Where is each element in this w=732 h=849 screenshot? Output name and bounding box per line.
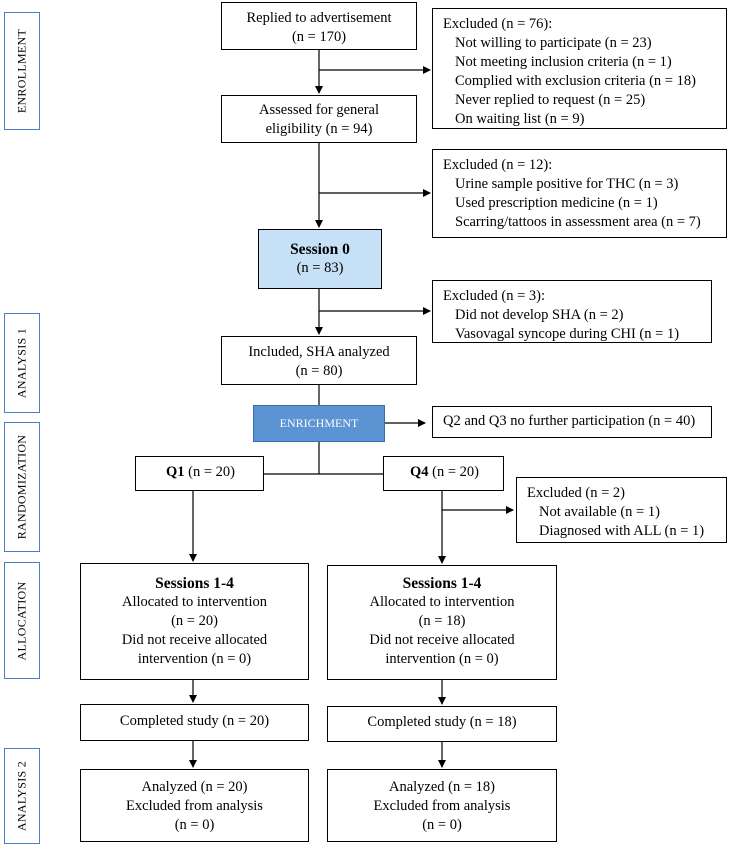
allocation-line: Did not receive allocated [369,632,515,648]
excluded-title: Excluded (n = 2) [527,485,625,501]
q4-box: Q4 (n = 20) [383,456,504,491]
allocation-line: (n = 20) [171,613,218,629]
excluded-item: On waiting list (n = 9) [455,111,585,127]
stage-allocation: ALLOCATION [4,562,40,679]
q1-label: Q1 [166,464,185,480]
included-count: (n = 80) [295,363,343,379]
excluded-item: Complied with exclusion criteria (n = 18… [455,73,696,89]
excluded-title: Excluded (n = 76): [443,16,553,32]
excluded-item: Not available (n = 1) [539,504,660,520]
excluded-title: Excluded (n = 12): [443,157,553,173]
allocation-line: Allocated to intervention [369,594,515,610]
stage-analysis1: ANALYSIS 1 [4,313,40,413]
allocation-line: intervention (n = 0) [137,651,252,667]
q4-count: (n = 20) [428,464,479,480]
analyzed-line: Analyzed (n = 20) [141,779,248,795]
stage-label: ALLOCATION [14,581,29,660]
allocation-title: Sessions 1-4 [402,575,482,592]
session0-box: Session 0 (n = 83) [258,229,382,289]
excluded-item: Never replied to request (n = 25) [455,92,646,108]
stage-randomization: RANDOMIZATION [4,422,40,552]
allocation-title: Sessions 1-4 [155,575,234,592]
session0-count: (n = 83) [296,260,344,276]
q1-count: (n = 20) [184,464,235,480]
stage-enrollment: ENROLLMENT [4,12,40,130]
completed-box-left: Completed study (n = 20) [80,704,309,741]
assessed-label: Assessed for general [259,102,379,118]
allocation-line: intervention (n = 0) [385,651,499,667]
q4-label: Q4 [410,464,429,480]
replied-count: (n = 170) [291,29,347,45]
assessed-box: Assessed for general eligibility (n = 94… [221,95,417,143]
completed-box-right: Completed study (n = 18) [327,706,557,742]
allocation-line: Did not receive allocated [121,632,268,648]
allocation-box-right: Sessions 1-4 Allocated to intervention (… [327,565,557,680]
excluded-item: Vasovagal syncope during CHI (n = 1) [455,326,680,342]
included-box: Included, SHA analyzed (n = 80) [221,336,417,385]
stage-label: RANDOMIZATION [14,434,29,540]
excluded-box-3: Excluded (n = 3): Did not develop SHA (n… [432,280,712,343]
excluded-item: Scarring/tattoos in assessment area (n =… [455,214,701,230]
excluded-box-4: Excluded (n = 2) Not available (n = 1) D… [516,477,727,543]
stage-label: ANALYSIS 2 [14,760,29,832]
excluded-item: Did not develop SHA (n = 2) [455,307,624,323]
enrichment-box: ENRICHMENT [253,405,385,442]
excluded-item: Not willing to participate (n = 23) [455,35,652,51]
analyzed-line: (n = 0) [174,817,215,833]
excluded-item: Not meeting inclusion criteria (n = 1) [455,54,672,70]
q2q3-box: Q2 and Q3 no further participation (n = … [432,406,712,438]
completed-label: Completed study (n = 18) [367,714,517,730]
analyzed-line: Excluded from analysis [126,798,263,814]
stage-label: ENROLLMENT [14,28,29,114]
excluded-item: Diagnosed with ALL (n = 1) [539,523,705,539]
allocation-line: Allocated to intervention [122,594,267,610]
excluded-box-1: Excluded (n = 76): Not willing to partic… [432,8,727,129]
excluded-title: Excluded (n = 3): [443,288,545,304]
q2q3-text: Q2 and Q3 no further participation (n = … [443,413,696,429]
analyzed-line: (n = 0) [422,817,462,833]
analyzed-box-right: Analyzed (n = 18) Excluded from analysis… [327,769,557,842]
analyzed-line: Analyzed (n = 18) [388,779,496,795]
assessed-count: eligibility (n = 94) [265,121,373,137]
analyzed-box-left: Analyzed (n = 20) Excluded from analysis… [80,769,309,842]
replied-label: Replied to advertisement [246,10,392,26]
allocation-line: (n = 18) [418,613,466,629]
excluded-item: Used prescription medicine (n = 1) [455,195,658,211]
included-label: Included, SHA analyzed [248,344,390,360]
session0-title: Session 0 [290,241,350,258]
excluded-item: Urine sample positive for THC (n = 3) [455,176,679,192]
stage-label: ANALYSIS 1 [14,327,29,399]
excluded-box-2: Excluded (n = 12): Urine sample positive… [432,149,727,238]
allocation-box-left: Sessions 1-4 Allocated to intervention (… [80,563,309,680]
stage-analysis2: ANALYSIS 2 [4,748,40,844]
completed-label: Completed study (n = 20) [119,713,270,729]
enrichment-label: ENRICHMENT [279,416,359,430]
analyzed-line: Excluded from analysis [373,798,511,814]
replied-box: Replied to advertisement (n = 170) [221,2,417,50]
q1-box: Q1 (n = 20) [135,456,264,491]
